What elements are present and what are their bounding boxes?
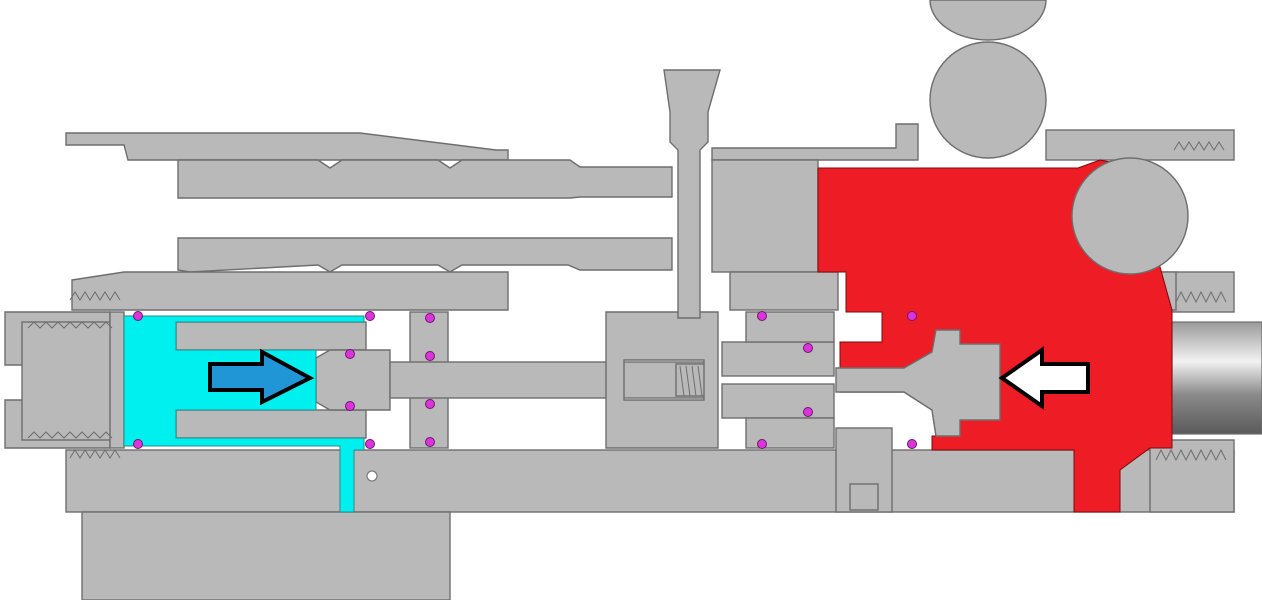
lower-roller xyxy=(1071,157,1189,275)
left-inner-housing xyxy=(109,311,125,449)
seal-ring-icon xyxy=(345,401,355,411)
output-rod xyxy=(1171,321,1262,435)
low-cylinder-bottom-wall xyxy=(175,409,367,439)
right-housing-top xyxy=(711,159,819,273)
left-threaded-collar xyxy=(21,321,117,441)
seal-ring-icon xyxy=(345,349,355,359)
seal-ring-icon xyxy=(803,407,813,417)
seal-ring-icon xyxy=(365,439,375,449)
intake-arrow xyxy=(208,348,315,406)
seal-ring-icon xyxy=(757,439,767,449)
seal-ring-icon xyxy=(803,343,813,353)
steel-body xyxy=(4,0,1235,600)
high-piston-gland-bottom xyxy=(721,383,835,419)
piston-rod xyxy=(389,361,709,399)
port-slot xyxy=(849,483,879,511)
seal-ring-icon xyxy=(133,439,143,449)
low-pressure-chamber xyxy=(123,315,365,513)
seal-ring-icon xyxy=(425,313,435,323)
piston-head xyxy=(315,349,391,411)
middle-cover-plate xyxy=(71,271,509,311)
bottom-block xyxy=(81,511,451,600)
plunger-guide xyxy=(711,123,919,161)
seal-ring-icon xyxy=(133,311,917,449)
seal-ring-icon xyxy=(365,311,375,321)
pressure-arrow xyxy=(998,346,1090,410)
high-piston-seat-top xyxy=(745,311,835,343)
high-pressure-plunger-head xyxy=(835,329,1001,437)
seal-ring-icon xyxy=(425,437,435,447)
upper-slide-bar xyxy=(177,159,673,199)
roller-top xyxy=(929,0,1047,41)
roller-icon xyxy=(929,41,1047,159)
base-plate xyxy=(65,449,1235,513)
vertical-plunger xyxy=(663,69,721,319)
seal-ring-icon xyxy=(425,399,435,409)
lower-slide-bar xyxy=(177,237,673,273)
top-guide-bar xyxy=(65,132,509,161)
high-cylinder-top-block xyxy=(729,271,839,311)
low-cylinder-top-wall xyxy=(175,321,367,351)
seal-ring-icon xyxy=(907,311,917,321)
bleed-hole xyxy=(366,470,378,482)
high-piston-gland-top xyxy=(721,341,835,377)
seal-ring-icon xyxy=(907,439,917,449)
seal-ring-icon xyxy=(425,351,435,361)
thread-icon xyxy=(27,141,1227,462)
seal-ring-icon xyxy=(133,311,143,321)
seal-ring-icon xyxy=(757,311,767,321)
right-housing-cap xyxy=(1045,129,1235,161)
